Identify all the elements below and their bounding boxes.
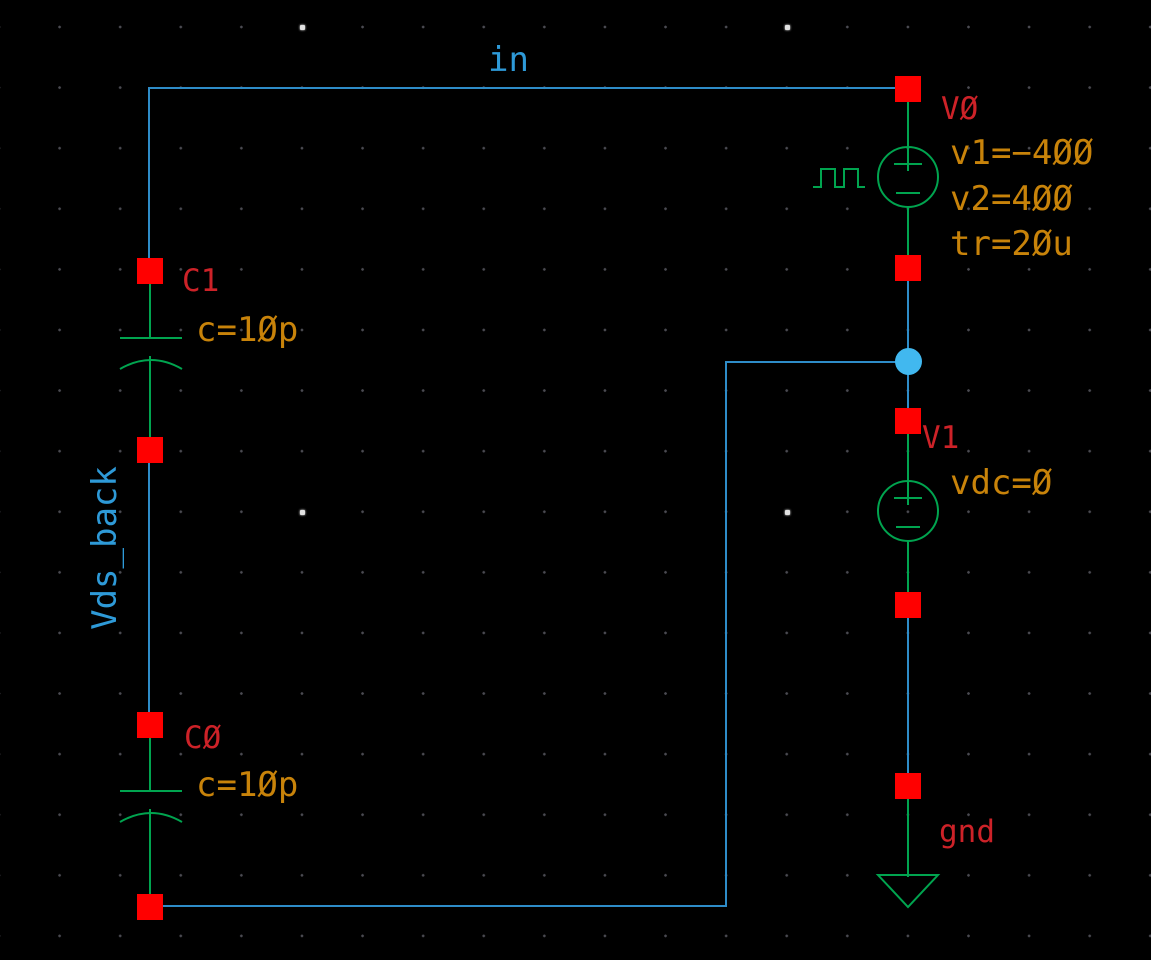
- major-grid-dot: [300, 25, 305, 30]
- c0-param-c[interactable]: c=1Øp: [196, 765, 299, 805]
- gnd-pin[interactable]: [895, 773, 921, 799]
- wire-in-vertical[interactable]: [148, 87, 150, 259]
- c0-top-pin[interactable]: [137, 712, 163, 738]
- v1-bottom-pin[interactable]: [895, 592, 921, 618]
- c1-curved-plate[interactable]: [118, 350, 184, 374]
- v0-source-symbol[interactable]: [876, 145, 940, 209]
- wire-in-horizontal[interactable]: [148, 87, 910, 89]
- v1-bottom-lead[interactable]: [907, 541, 909, 592]
- c1-bottom-pin[interactable]: [137, 437, 163, 463]
- pulse-waveform-icon: [813, 168, 865, 188]
- v0-param-v2[interactable]: v2=4ØØ: [950, 179, 1073, 219]
- gnd-label[interactable]: gnd: [939, 814, 995, 850]
- v1-source-symbol[interactable]: [876, 479, 940, 543]
- c0-bottom-lead[interactable]: [149, 809, 151, 894]
- c0-bottom-pin[interactable]: [137, 894, 163, 920]
- v0-top-pin[interactable]: [895, 76, 921, 102]
- c1-param-c[interactable]: c=1Øp: [196, 310, 299, 350]
- wire-vds-back[interactable]: [148, 461, 150, 713]
- v0-bottom-lead[interactable]: [907, 207, 909, 255]
- net-label-vds-back[interactable]: Vds_back: [85, 466, 125, 630]
- net-label-in[interactable]: in: [488, 40, 529, 80]
- wire-junction-dot[interactable]: [895, 348, 922, 375]
- v0-param-tr[interactable]: tr=2Øu: [950, 224, 1073, 264]
- v1-instance-label[interactable]: V1: [922, 420, 960, 456]
- v1-top-lead[interactable]: [907, 434, 909, 481]
- c0-curved-plate[interactable]: [118, 803, 184, 827]
- v1-top-pin[interactable]: [895, 408, 921, 434]
- wire-branch-vertical[interactable]: [725, 361, 727, 907]
- major-grid-dot: [785, 25, 790, 30]
- gnd-symbol[interactable]: [875, 872, 941, 912]
- wire-bottom-horizontal[interactable]: [148, 905, 727, 907]
- c1-top-lead[interactable]: [149, 284, 151, 338]
- gnd-lead[interactable]: [907, 799, 909, 877]
- c1-bottom-lead[interactable]: [149, 356, 151, 437]
- c0-instance-label[interactable]: CØ: [184, 720, 222, 756]
- wire-v0-to-v1[interactable]: [907, 280, 909, 410]
- major-grid-dot: [300, 510, 305, 515]
- v0-bottom-pin[interactable]: [895, 255, 921, 281]
- v1-param-vdc[interactable]: vdc=Ø: [950, 463, 1053, 503]
- v0-instance-label[interactable]: VØ: [941, 91, 979, 127]
- c1-top-pin[interactable]: [137, 258, 163, 284]
- c1-flat-plate[interactable]: [120, 337, 182, 339]
- wire-branch-horizontal[interactable]: [725, 361, 909, 363]
- v0-param-v1[interactable]: v1=−4ØØ: [950, 133, 1094, 173]
- c0-top-lead[interactable]: [149, 738, 151, 791]
- major-grid-dot: [785, 510, 790, 515]
- c1-instance-label[interactable]: C1: [182, 263, 220, 299]
- c0-flat-plate[interactable]: [120, 790, 182, 792]
- wire-v1-to-gnd[interactable]: [907, 616, 909, 774]
- v0-top-lead[interactable]: [907, 102, 909, 149]
